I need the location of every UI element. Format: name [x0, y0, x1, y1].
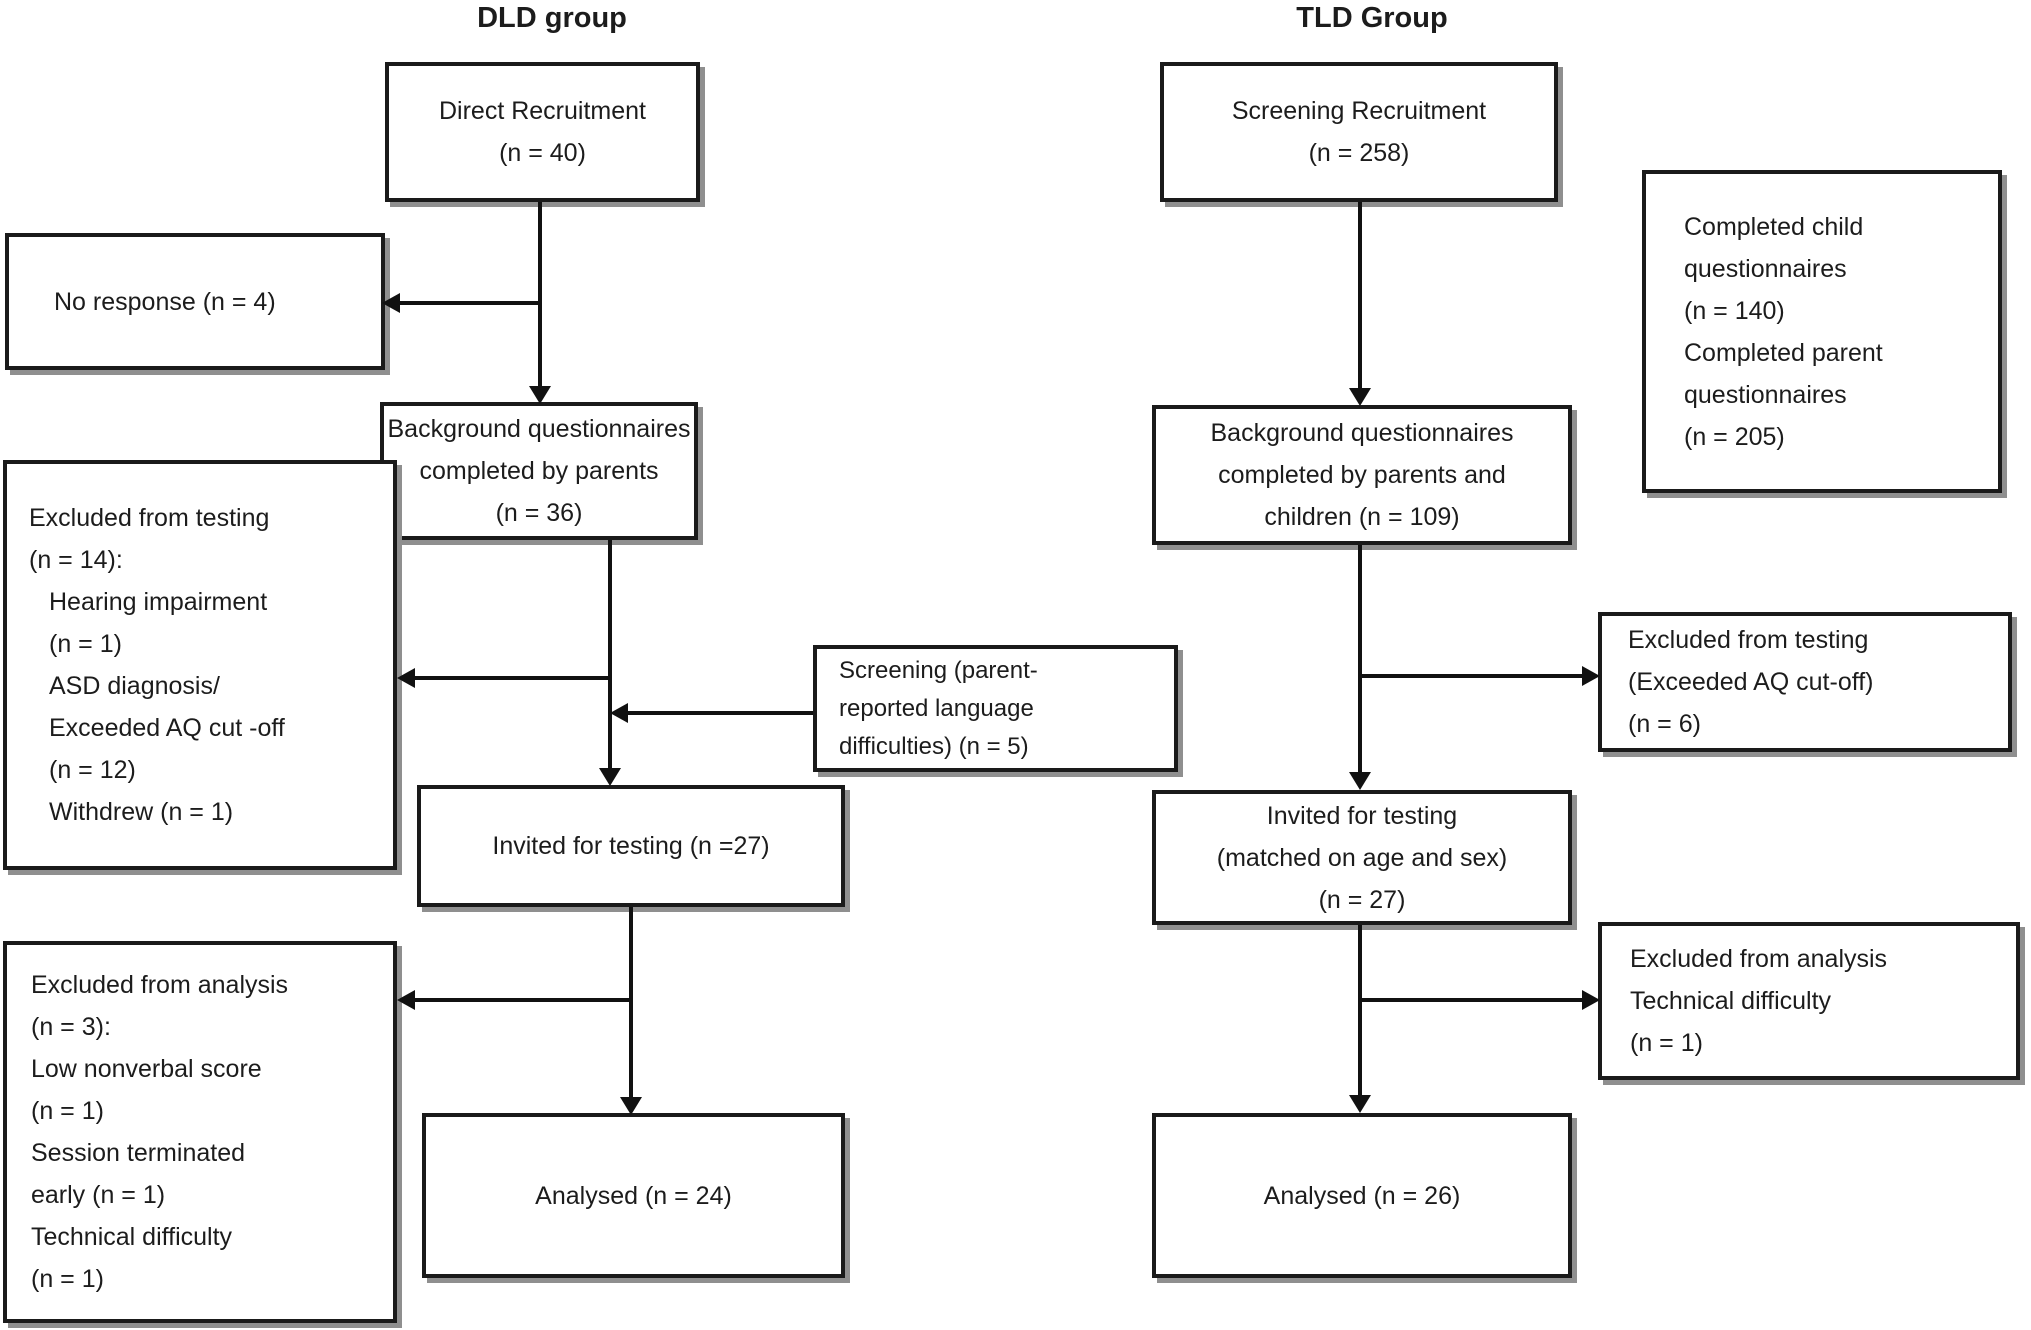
- box-line: reported language: [839, 694, 1034, 722]
- arrowhead-into-excluded-testing-dld: [397, 668, 415, 688]
- box-line: Technical difficulty: [31, 1223, 233, 1251]
- flow-line-to-excluded-testing-dld: [415, 676, 610, 680]
- box-line: (n = 1): [1630, 1029, 1703, 1057]
- box-line: difficulties) (n = 5): [839, 732, 1029, 760]
- box-line: Low nonverbal score: [31, 1055, 262, 1083]
- box-line: Analysed (n = 24): [535, 1181, 732, 1210]
- box-line: (n = 1): [31, 1097, 104, 1125]
- box-line: (Exceeded AQ cut-off): [1628, 668, 1874, 696]
- flow-line-to-excluded-analysis-dld: [415, 998, 631, 1002]
- box-line: Completed parent: [1684, 338, 1883, 367]
- box-line: Withdrew (n = 1): [49, 798, 234, 826]
- box-screening-note: Screening (parent- reported language dif…: [813, 645, 1178, 772]
- box-line: Session terminated: [31, 1139, 246, 1167]
- box-line: Excluded from testing: [1628, 626, 1869, 654]
- box-line: questionnaires: [1684, 380, 1847, 409]
- flow-line-from-screening-note: [628, 711, 813, 715]
- box-line: (n = 258): [1308, 139, 1410, 167]
- arrowhead-into-excluded-analysis-dld: [397, 990, 415, 1010]
- box-background-questionnaires-tld: Background questionnaires completed by p…: [1152, 405, 1572, 545]
- box-line: (n = 36): [495, 499, 583, 527]
- box-line: (n = 3):: [31, 1013, 111, 1041]
- box-excluded-from-testing-dld: Excluded from testing (n = 14): Hearing …: [3, 460, 397, 870]
- flow-line-background-to-invited-tld: [1358, 545, 1362, 772]
- box-line: Analysed (n = 26): [1263, 1181, 1461, 1210]
- box-background-questionnaires-dld: Background questionnaires completed by p…: [380, 402, 698, 540]
- box-line: completed by parents and: [1218, 461, 1506, 489]
- box-no-response: No response (n = 4): [5, 233, 385, 370]
- flow-line-screening-to-background-tld: [1358, 202, 1362, 388]
- tld-column-header: TLD Group: [1296, 2, 1448, 34]
- box-completed-questionnaires: Completed child questionnaires (n = 140)…: [1642, 170, 2002, 493]
- box-excluded-from-testing-tld: Excluded from testing (Exceeded AQ cut-o…: [1598, 612, 2012, 752]
- box-screening-recruitment: Screening Recruitment (n = 258): [1160, 62, 1558, 202]
- box-line: (matched on age and sex): [1216, 843, 1508, 872]
- box-line: questionnaires: [1684, 254, 1847, 283]
- box-line: Invited for testing: [1266, 801, 1458, 830]
- box-line: (n = 27): [1318, 885, 1406, 914]
- box-line: Background questionnaires: [1210, 419, 1514, 447]
- arrowhead-into-excluded-analysis-tld: [1582, 990, 1600, 1010]
- flow-line-to-no-response: [400, 301, 542, 305]
- box-line: Direct Recruitment: [439, 97, 646, 125]
- box-direct-recruitment: Direct Recruitment (n = 40): [385, 62, 700, 202]
- box-line: (n = 14):: [29, 546, 123, 574]
- box-line: Screening (parent-: [839, 656, 1038, 684]
- box-line: ASD diagnosis/: [49, 672, 220, 700]
- box-analysed-dld: Analysed (n = 24): [422, 1113, 845, 1278]
- box-line: (n = 12): [49, 756, 136, 784]
- flow-line-to-excluded-analysis-tld: [1360, 998, 1582, 1002]
- box-line: (n = 1): [31, 1265, 104, 1293]
- arrowhead-into-analysed-tld: [1349, 1095, 1371, 1113]
- flow-line-background-to-invited-dld: [608, 540, 612, 768]
- box-line: Background questionnaires: [387, 415, 691, 443]
- arrowhead-into-background-tld: [1349, 388, 1371, 406]
- box-invited-for-testing-dld: Invited for testing (n =27): [417, 785, 845, 907]
- arrowhead-into-excluded-testing-tld: [1582, 666, 1600, 686]
- box-line: Hearing impairment: [49, 588, 268, 616]
- box-line: (n = 1): [49, 630, 122, 658]
- box-line: Technical difficulty: [1630, 987, 1832, 1015]
- arrowhead-from-screening-note: [610, 703, 628, 723]
- box-line: Excluded from analysis: [1630, 945, 1888, 973]
- dld-column-header: DLD group: [477, 2, 627, 34]
- arrowhead-into-invited-tld: [1349, 772, 1371, 790]
- box-line: Excluded from analysis: [31, 971, 289, 999]
- flow-line-to-excluded-testing-tld: [1360, 674, 1582, 678]
- arrowhead-into-background-dld: [529, 386, 551, 404]
- box-line: completed by parents: [419, 457, 659, 485]
- box-invited-for-testing-tld: Invited for testing (matched on age and …: [1152, 790, 1572, 925]
- flow-line-invited-to-analysed-dld: [629, 907, 633, 1097]
- box-line: children (n = 109): [1264, 503, 1460, 531]
- box-line: Invited for testing (n =27): [492, 832, 770, 860]
- box-line: Completed child: [1684, 212, 1864, 241]
- arrowhead-into-no-response: [382, 293, 400, 313]
- box-analysed-tld: Analysed (n = 26): [1152, 1113, 1572, 1278]
- box-excluded-from-analysis-dld: Excluded from analysis (n = 3): Low nonv…: [3, 941, 397, 1323]
- arrowhead-into-analysed-dld: [620, 1097, 642, 1115]
- arrowhead-into-invited-dld: [599, 768, 621, 786]
- box-line: (n = 205): [1684, 422, 1785, 451]
- box-line: Excluded from testing: [29, 504, 270, 532]
- box-line: Exceeded AQ cut -off: [49, 714, 285, 742]
- box-line: early (n = 1): [31, 1181, 166, 1209]
- box-line: (n = 6): [1628, 710, 1701, 738]
- box-line: (n = 40): [499, 139, 586, 167]
- box-line: No response (n = 4): [54, 287, 276, 316]
- box-line: (n = 140): [1684, 296, 1785, 325]
- flow-line-invited-to-analysed-tld: [1358, 925, 1362, 1095]
- box-excluded-from-analysis-tld: Excluded from analysis Technical difficu…: [1598, 922, 2020, 1080]
- flow-line-direct-to-background: [538, 202, 542, 386]
- box-line: Screening Recruitment: [1231, 97, 1487, 125]
